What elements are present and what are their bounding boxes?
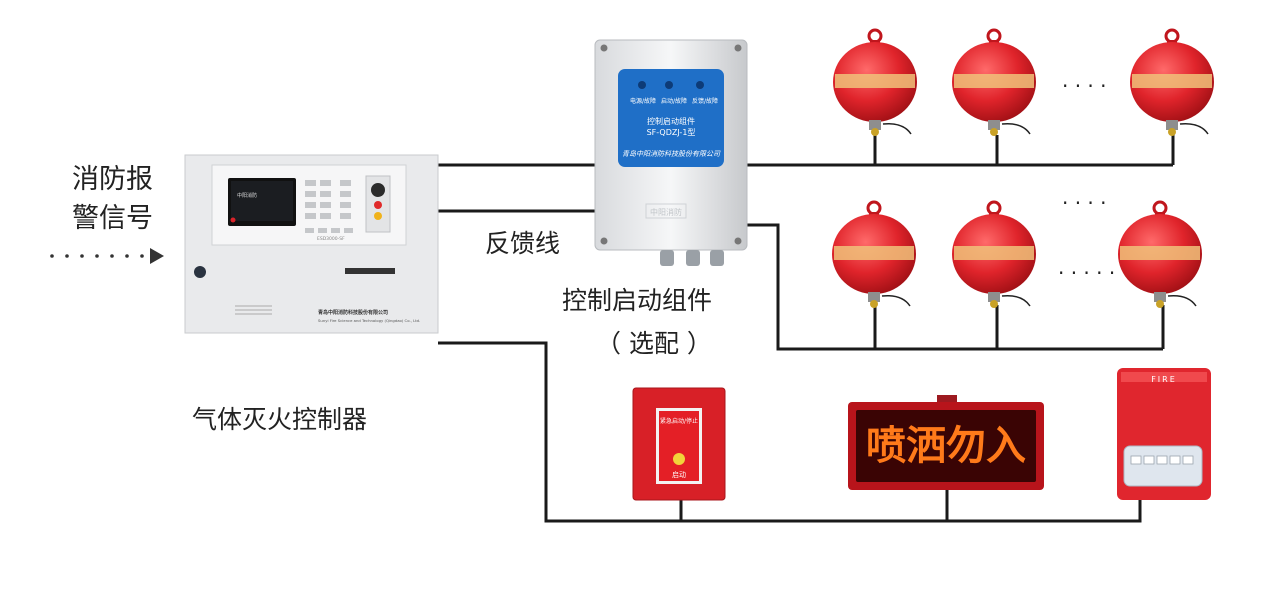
manual-button-label: 启动 [672, 470, 686, 479]
extinguisher-group [832, 28, 1214, 308]
module-led-label-2: 启动/故障 [661, 97, 687, 105]
extinguisher-icon [832, 200, 916, 308]
extinguisher-icon [952, 28, 1036, 136]
ellipsis-bottom: · · · · · [1058, 261, 1115, 285]
gas-controller [184, 154, 439, 334]
extinguisher-icon [1118, 200, 1202, 308]
start-button-icon [374, 201, 382, 209]
control-module-box [594, 39, 748, 266]
controller-keypad [305, 180, 353, 233]
wire-alarm-bus [438, 341, 1142, 523]
extinguisher-icon [833, 28, 917, 136]
controller-model: ESD3000-SF [317, 236, 345, 242]
module-company: 青岛中阳消防科技股份有限公司 [622, 150, 721, 158]
module-logo [645, 203, 687, 219]
controller-brand: 中阳消防 [237, 192, 257, 199]
module-model: SF-QDZJ-1型 [647, 128, 696, 137]
cable-glands [660, 250, 724, 266]
module-name: 控制启动组件 [647, 116, 695, 126]
led-sign-text: 喷洒勿入 [866, 422, 1026, 469]
alarm-signal-label-line1: 消防报 [72, 164, 153, 195]
wire-bottom-row-bus [745, 223, 1163, 351]
module-logo-text: 中阳消防 [650, 207, 682, 217]
led-sign [848, 395, 1044, 490]
key-switch-icon [371, 183, 385, 197]
controller-company: 青岛中阳消防科技股份有限公司 [318, 309, 388, 316]
optional-label: （ 选配 ） [596, 329, 712, 358]
strobe-label: FIRE [1151, 375, 1177, 384]
controller-company-en: Sunyi Fire Science and Technology (Qingd… [318, 318, 420, 323]
ellipsis-middle: · · · · [1062, 191, 1107, 215]
extinguisher-icon [952, 200, 1036, 308]
strobe-alarm [1117, 368, 1211, 500]
feedback-line-label: 反馈线 [485, 229, 561, 258]
input-signal-arrow [50, 248, 164, 264]
alarm-signal-label-line2: 警信号 [72, 203, 153, 234]
stop-button-icon [374, 212, 382, 220]
module-led-label-1: 电源/故障 [630, 97, 656, 105]
lock-icon [194, 266, 206, 278]
control-module-label: 控制启动组件 [562, 286, 713, 315]
module-blue-panel [618, 69, 724, 167]
wiring [438, 135, 1175, 523]
ellipsis-top: · · · · [1062, 74, 1107, 98]
printer-slot [345, 268, 395, 274]
manual-button-title: 紧急启动/停止 [660, 417, 698, 425]
controller-name-label: 气体灭火控制器 [192, 405, 368, 434]
extinguisher-icon [1130, 28, 1214, 136]
manual-start-button [632, 387, 726, 501]
module-led-label-3: 反馈/故障 [692, 97, 718, 105]
